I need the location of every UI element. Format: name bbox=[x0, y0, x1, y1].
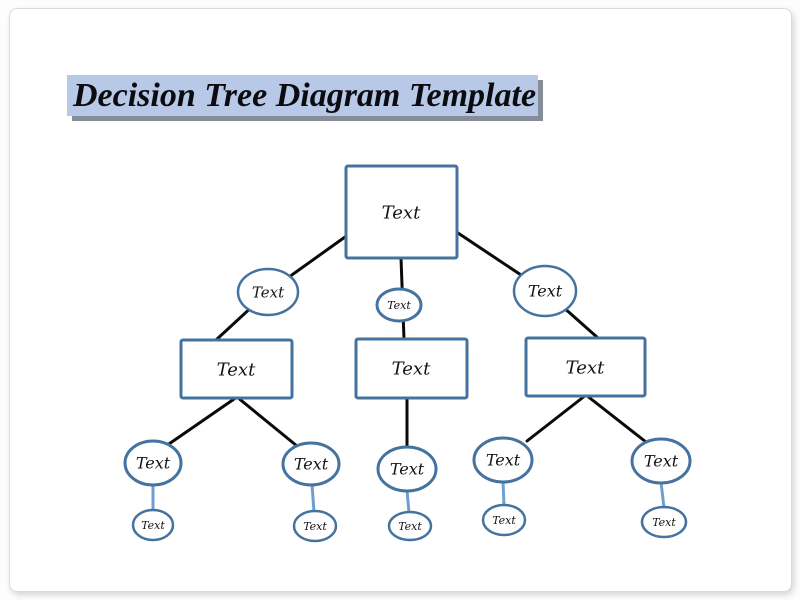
connector-rightbox-to-leaf1 bbox=[525, 393, 588, 443]
node-label: Text bbox=[141, 519, 165, 532]
connector-leaf-to-sub-m bbox=[405, 489, 411, 514]
leaf-left-1-shape[interactable] bbox=[123, 439, 183, 487]
node-label: Text bbox=[492, 514, 516, 527]
leaf-right-1-shape[interactable] bbox=[472, 436, 534, 484]
connector-leaf-to-sub-l2 bbox=[310, 483, 316, 513]
node-label: Text bbox=[390, 460, 425, 479]
connector-leaf-to-sub-r1 bbox=[501, 480, 506, 507]
branch-left-ellipse-shape[interactable] bbox=[236, 267, 300, 317]
left-box-shape[interactable] bbox=[179, 338, 294, 400]
node-root-box[interactable]: Text bbox=[344, 164, 459, 260]
sub-right-2-shape[interactable] bbox=[640, 505, 688, 539]
branch-right-ellipse-shape[interactable] bbox=[512, 264, 578, 318]
node-leaf-right-1[interactable]: Text bbox=[472, 436, 534, 484]
page-title: Decision Tree Diagram Template bbox=[67, 75, 538, 116]
node-label: Text bbox=[644, 452, 679, 471]
root-box-shape[interactable] bbox=[344, 164, 459, 260]
node-leaf-right-2[interactable]: Text bbox=[630, 437, 692, 485]
node-branch-mid-ellipse[interactable]: Text bbox=[375, 287, 423, 323]
node-leaf-left-1[interactable]: Text bbox=[123, 439, 183, 487]
sub-mid-shape[interactable] bbox=[387, 510, 433, 542]
node-label: Text bbox=[303, 520, 327, 533]
node-sub-right-2[interactable]: Text bbox=[640, 505, 688, 539]
node-label: Text bbox=[382, 202, 421, 223]
node-branch-right-ellipse[interactable]: Text bbox=[512, 264, 578, 318]
node-label: Text bbox=[528, 282, 563, 301]
mid-box-shape[interactable] bbox=[354, 337, 469, 400]
connector-rightbox-to-leaf2 bbox=[584, 393, 648, 444]
connector-leftbox-to-leaf1 bbox=[164, 395, 239, 448]
node-leaf-mid[interactable]: Text bbox=[376, 445, 438, 493]
document-page: Decision Tree Diagram Template bbox=[9, 8, 792, 592]
node-label: Text bbox=[136, 454, 171, 473]
node-label: Text bbox=[387, 299, 411, 312]
node-sub-right-1[interactable]: Text bbox=[481, 503, 527, 537]
node-branch-left-ellipse[interactable]: Text bbox=[236, 267, 300, 317]
sub-left-1-shape[interactable] bbox=[131, 508, 175, 542]
node-label: Text bbox=[217, 359, 256, 380]
leaf-left-2-shape[interactable] bbox=[281, 441, 341, 487]
node-sub-left-2[interactable]: Text bbox=[292, 509, 338, 543]
node-sub-mid[interactable]: Text bbox=[387, 510, 433, 542]
connector-leaf-to-sub-r2 bbox=[659, 481, 666, 509]
leaf-right-2-shape[interactable] bbox=[630, 437, 692, 485]
sub-left-2-shape[interactable] bbox=[292, 509, 338, 543]
sub-right-1-shape[interactable] bbox=[481, 503, 527, 537]
connector-leftbox-to-leaf2 bbox=[235, 395, 299, 448]
right-box-shape[interactable] bbox=[524, 336, 647, 398]
node-right-box[interactable]: Text bbox=[524, 336, 647, 398]
leaf-mid-shape[interactable] bbox=[376, 445, 438, 493]
node-label: Text bbox=[486, 451, 521, 470]
node-left-box[interactable]: Text bbox=[179, 338, 294, 400]
node-label: Text bbox=[652, 516, 676, 529]
node-label: Text bbox=[398, 520, 422, 533]
node-label: Text bbox=[392, 358, 431, 379]
node-label: Text bbox=[566, 357, 605, 378]
node-label: Text bbox=[294, 455, 329, 474]
node-sub-left-1[interactable]: Text bbox=[131, 508, 175, 542]
node-leaf-left-2[interactable]: Text bbox=[281, 441, 341, 487]
node-label: Text bbox=[252, 283, 285, 301]
branch-mid-ellipse-shape[interactable] bbox=[375, 287, 423, 323]
node-mid-box[interactable]: Text bbox=[354, 337, 469, 400]
